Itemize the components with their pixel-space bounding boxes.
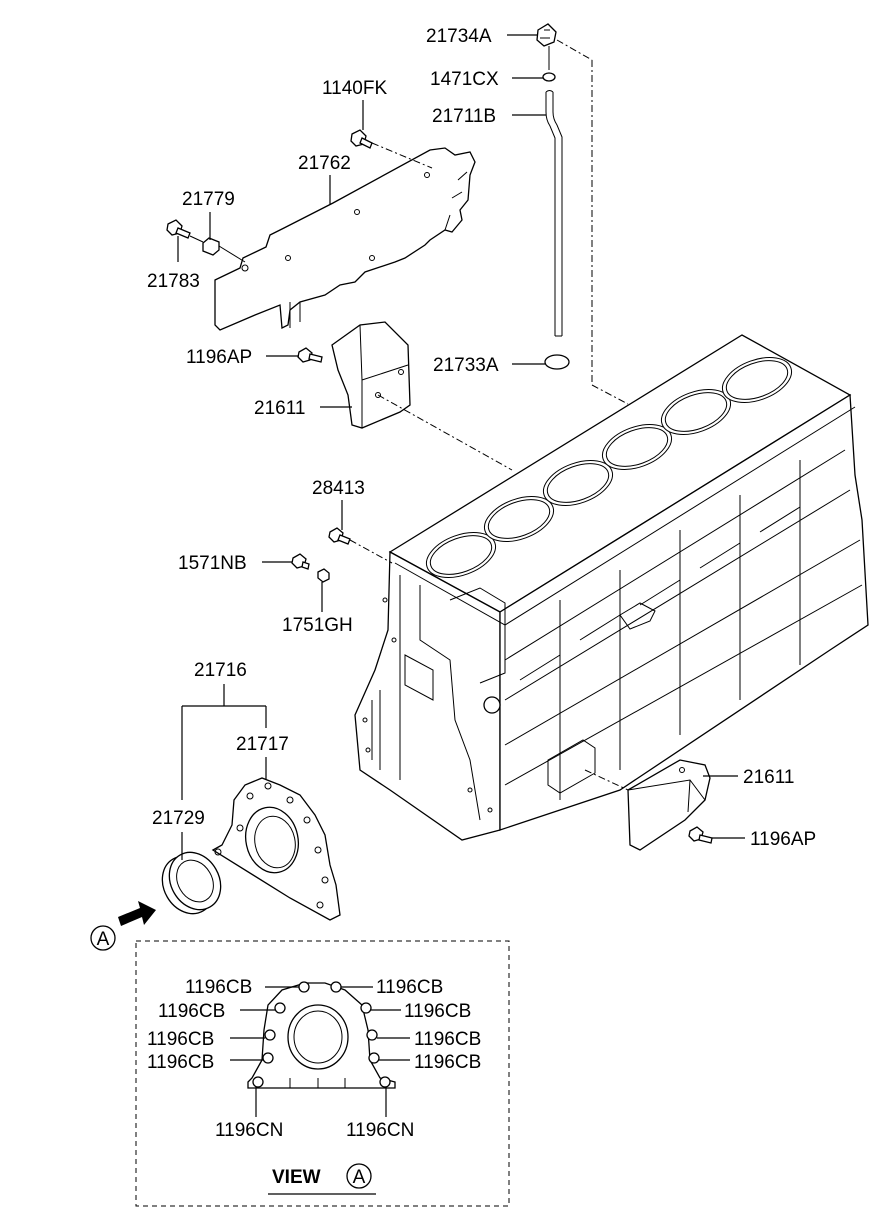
bolt-28413-icon: [328, 527, 351, 545]
label-1471cx: 1471CX: [430, 69, 499, 90]
view-title-letter: A: [353, 1167, 366, 1188]
label-21734a: 21734A: [426, 26, 492, 47]
label-1196ap-top: 1196AP: [186, 347, 252, 368]
bolt-1571nb-icon: [291, 553, 310, 570]
label-1196cb-left-2: 1196CB: [158, 1001, 225, 1022]
heat-shield-21762: [214, 142, 476, 331]
bolt-1140fk-icon: [350, 129, 373, 149]
view-title: VIEW: [272, 1167, 321, 1188]
label-1196cb-top-right: 1196CB: [376, 977, 443, 998]
spacer-21779-icon: [202, 237, 246, 263]
label-28413: 28413: [312, 478, 365, 499]
label-1196cb-left-4: 1196CB: [147, 1052, 214, 1073]
inset-bolts: [252, 981, 391, 1088]
view-a-inset: 1196CB 1196CB 1196CB 1196CB 1196CB 1196C…: [135, 940, 510, 1207]
label-21611-top: 21611: [254, 398, 305, 419]
label-21733a: 21733A: [433, 355, 499, 376]
label-21716: 21716: [194, 660, 247, 681]
view-title-circle: [346, 1163, 372, 1189]
label-21711b: 21711B: [432, 106, 496, 127]
label-1196cb-right-3: 1196CB: [414, 1029, 481, 1050]
label-1571nb: 1571NB: [178, 553, 247, 574]
label-1196cb-top-left: 1196CB: [185, 977, 252, 998]
label-1196cb-right-2: 1196CB: [404, 1001, 471, 1022]
view-arrow-icon: [118, 901, 156, 926]
label-21729: 21729: [152, 808, 205, 829]
label-21611-bottom: 21611: [743, 767, 794, 788]
label-21717: 21717: [236, 734, 289, 755]
rear-oil-seal-case-21717: [211, 777, 341, 921]
cylinder-block: [354, 334, 869, 841]
rear-oil-seal-21729: [161, 851, 222, 915]
bracket-21611-top: [331, 321, 411, 429]
bolt-21783-icon: [166, 219, 204, 243]
view-marker-circle: A: [90, 925, 116, 951]
label-21783: 21783: [147, 271, 200, 292]
view-marker-letter: A: [97, 929, 110, 950]
label-1751gh: 1751GH: [282, 615, 353, 636]
label-1196ap-bottom: 1196AP: [750, 829, 816, 850]
label-21779: 21779: [182, 189, 235, 210]
label-1196cb-left-3: 1196CB: [147, 1029, 214, 1050]
bolt-1196ap-top-icon: [297, 347, 323, 363]
bracket-21611-bottom: [627, 759, 711, 851]
label-1196cn-left: 1196CN: [215, 1120, 283, 1141]
leader-lines: [177, 34, 745, 860]
bolt-1196ap-bottom-icon: [688, 826, 713, 844]
label-1196cb-right-4: 1196CB: [414, 1052, 481, 1073]
label-1140fk: 1140FK: [322, 78, 387, 99]
label-21762: 21762: [298, 153, 351, 174]
label-1196cn-right: 1196CN: [346, 1120, 414, 1141]
oil-level-gauge-group: [536, 23, 629, 405]
plug-1751gh-icon: [317, 568, 330, 583]
